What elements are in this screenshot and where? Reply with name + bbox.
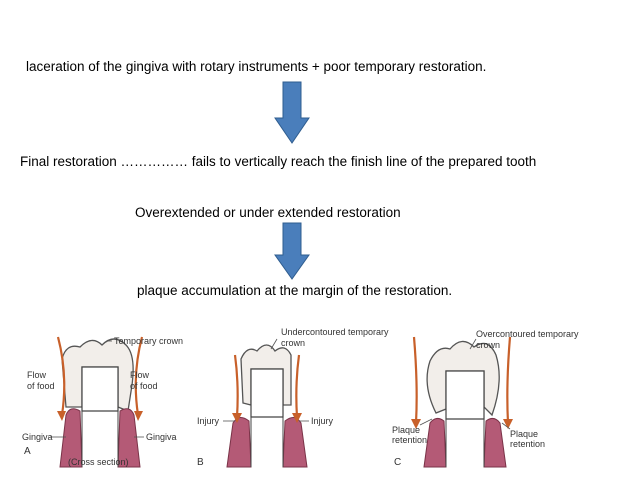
crown-label: Temporary crown xyxy=(114,336,183,346)
overcontoured-crown xyxy=(426,340,500,417)
caption-cross-section: (Cross section) xyxy=(68,457,129,467)
gingiva-left xyxy=(59,408,83,468)
down-arrow-icon xyxy=(274,222,310,280)
step-1-text: laceration of the gingiva with rotary in… xyxy=(26,59,487,74)
plaque-label-left-2: retention xyxy=(392,435,427,445)
gingiva-label-right: Gingiva xyxy=(146,432,177,442)
step-3-text: Overextended or under extended restorati… xyxy=(135,205,401,220)
step-4-text: plaque accumulation at the margin of the… xyxy=(137,283,453,298)
panel-letter-c: C xyxy=(394,457,401,468)
crown-label-1: Overcontoured temporary xyxy=(476,329,579,339)
gingiva-left xyxy=(423,417,447,468)
crown-label-1: Undercontoured temporary xyxy=(281,327,389,337)
down-arrow-icon xyxy=(274,81,310,144)
panel-letter-b: B xyxy=(197,457,204,468)
gingiva-right xyxy=(117,408,141,468)
step-2-text: Final restoration …………… fails to vertica… xyxy=(20,154,537,169)
figure-b: Undercontoured temporary crown Injury In… xyxy=(197,327,389,468)
flow-label-right-1: Flow xyxy=(130,370,150,380)
injury-label-right: Injury xyxy=(311,416,334,426)
flow-label-left-2: of food xyxy=(27,381,55,391)
gingiva-right xyxy=(282,417,308,468)
crown-label-2: crown xyxy=(281,338,305,348)
panel-letter-a: A xyxy=(24,446,31,457)
plaque-label-left-1: Plaque xyxy=(392,425,420,435)
figure-a: Temporary crown Flow of food Flow of foo… xyxy=(22,336,183,468)
figure-c: Overcontoured temporary crown Plaque ret… xyxy=(392,329,579,468)
flow-label-right-2: of food xyxy=(130,381,158,391)
gingiva-left xyxy=(226,417,252,468)
plaque-label-right-1: Plaque xyxy=(510,429,538,439)
temporary-crown xyxy=(61,338,134,412)
crown-label-2: crown xyxy=(476,340,500,350)
injury-label-left: Injury xyxy=(197,416,220,426)
gingiva-right xyxy=(483,417,507,468)
plaque-label-right-2: retention xyxy=(510,439,545,449)
flow-label-left-1: Flow xyxy=(27,370,47,380)
gingiva-label-left: Gingiva xyxy=(22,432,53,442)
